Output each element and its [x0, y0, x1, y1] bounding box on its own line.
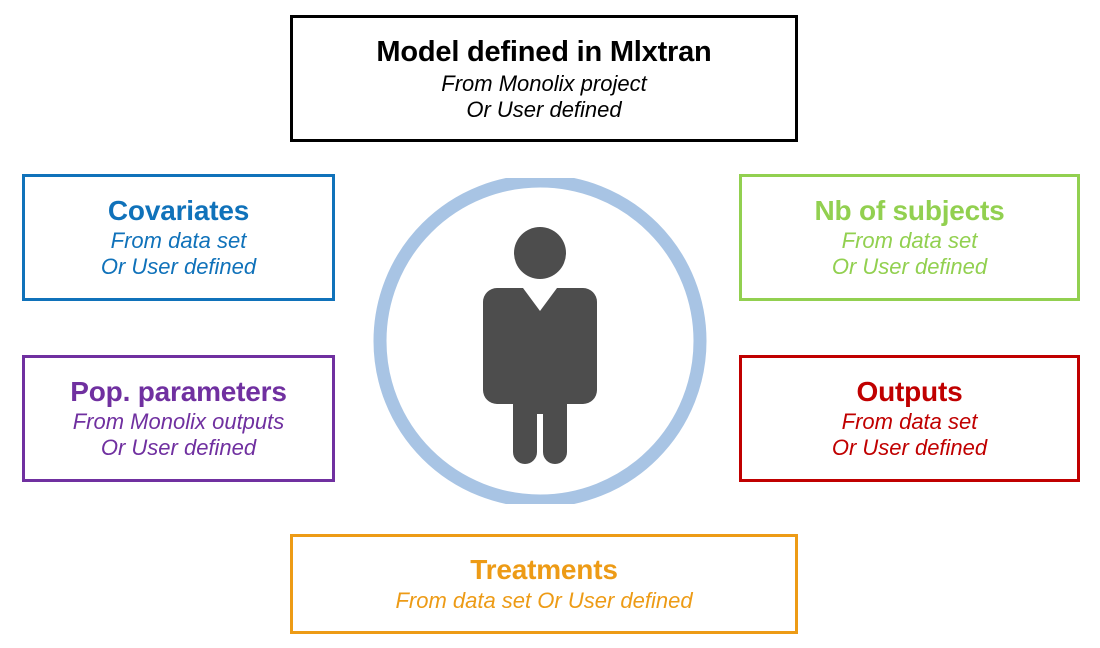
pop-parameters-box-title: Pop. parameters — [70, 376, 287, 408]
pop-parameters-box-subtitle-2: Or User defined — [100, 434, 257, 460]
nb-of-subjects-box-subtitle-2: Or User defined — [831, 253, 988, 279]
pop-parameters-box: Pop. parameters From Monolix outputs Or … — [22, 355, 335, 482]
covariates-box-subtitle-2: Or User defined — [100, 253, 257, 279]
pop-parameters-box-subtitle-1: From Monolix outputs — [72, 408, 285, 434]
outputs-box-subtitle-1: From data set — [841, 408, 978, 434]
covariates-box-subtitle-1: From data set — [110, 227, 247, 253]
covariates-box: Covariates From data set Or User defined — [22, 174, 335, 301]
treatments-box-title: Treatments — [470, 554, 618, 586]
treatments-box-subtitle-1: From data set Or User defined — [395, 587, 693, 613]
covariates-box-title: Covariates — [107, 195, 250, 227]
model-definition-box: Model defined in Mlxtran From Monolix pr… — [290, 15, 798, 142]
nb-of-subjects-box-title: Nb of subjects — [814, 195, 1005, 227]
outputs-box-subtitle-2: Or User defined — [831, 434, 988, 460]
treatments-box: Treatments From data set Or User defined — [290, 534, 798, 634]
model-box-title: Model defined in Mlxtran — [376, 36, 712, 69]
nb-of-subjects-box: Nb of subjects From data set Or User def… — [739, 174, 1080, 301]
person-subject-icon — [483, 227, 597, 464]
subject-graphic — [371, 178, 709, 504]
outputs-box-title: Outputs — [856, 376, 963, 408]
outputs-box: Outputs From data set Or User defined — [739, 355, 1080, 482]
nb-of-subjects-box-subtitle-1: From data set — [841, 227, 978, 253]
model-box-subtitle-1: From Monolix project — [441, 70, 647, 96]
model-box-subtitle-2: Or User defined — [466, 96, 622, 122]
subject-circle-icon — [373, 178, 707, 504]
